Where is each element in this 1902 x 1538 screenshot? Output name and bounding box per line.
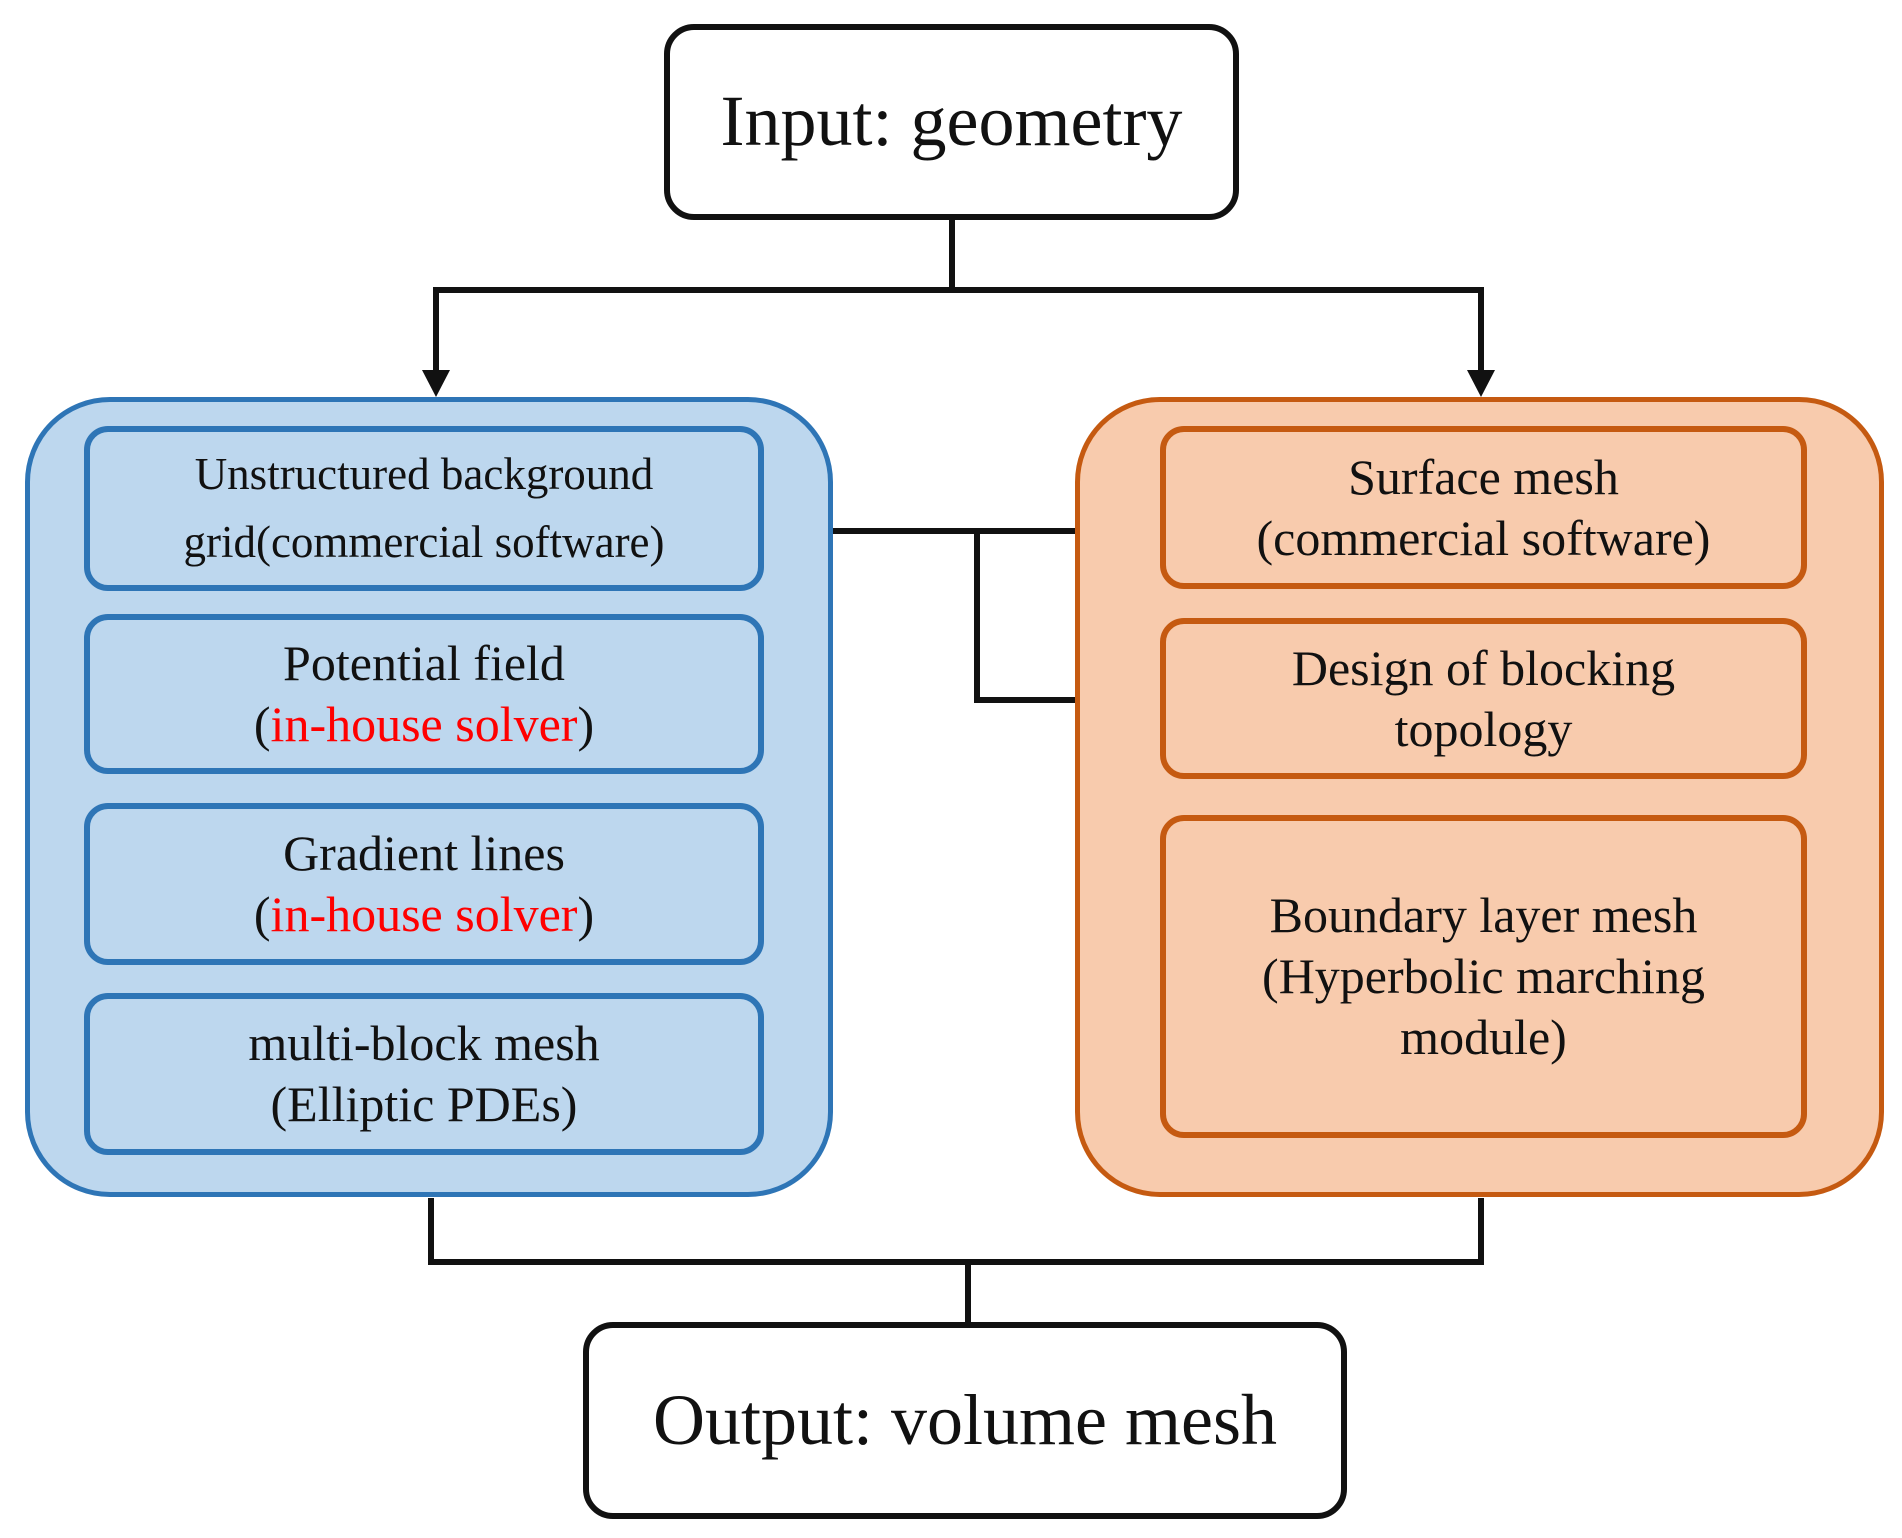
- step-gradient-lines-line1: Gradient lines: [283, 825, 565, 881]
- step-potential-field-line1: Potential field: [283, 635, 565, 691]
- input-label: Input: geometry: [720, 81, 1183, 162]
- step-blocking-topology-line2: topology: [1394, 700, 1573, 757]
- step-boundary-layer-mesh-line2: (Hyperbolic marching: [1262, 948, 1705, 1004]
- step-multi-block-mesh-line1: multi-block mesh: [248, 1015, 600, 1071]
- in-house-solver-label: in-house solver: [270, 696, 578, 752]
- step-blocking-topology-line1: Design of blocking: [1291, 639, 1676, 696]
- step-blocking-topology: Design of blocking topology: [1160, 618, 1807, 779]
- step-multi-block-mesh-line2: (Elliptic PDEs): [270, 1076, 578, 1132]
- arrow-down-right-icon: [1467, 370, 1495, 397]
- step-boundary-layer-mesh-line1: Boundary layer mesh: [1269, 887, 1698, 943]
- boundary-layer-group: [1075, 397, 1884, 1197]
- step-surface-mesh-line1: Surface mesh: [1348, 448, 1619, 505]
- step-potential-field-line2: (in-house solver): [253, 696, 595, 752]
- in-house-solver-label: in-house solver: [270, 886, 578, 942]
- step-surface-mesh-line2: (commercial software): [1256, 509, 1711, 566]
- input-box: Input: geometry: [664, 24, 1239, 220]
- step-surface-mesh: Surface mesh (commercial software): [1160, 426, 1807, 589]
- step-background-grid-line2: grid(commercial software): [183, 516, 665, 567]
- output-label: Output: volume mesh: [653, 1379, 1277, 1460]
- step-boundary-layer-mesh: Boundary layer mesh (Hyperbolic marching…: [1160, 815, 1807, 1138]
- step-gradient-lines: Gradient lines (in-house solver): [84, 803, 764, 965]
- structured-mesh-group: [25, 397, 833, 1197]
- arrow-down-left-icon: [422, 370, 450, 397]
- step-background-grid-line1: Unstructured background: [194, 449, 654, 499]
- output-box: Output: volume mesh: [583, 1322, 1347, 1519]
- step-potential-field: Potential field (in-house solver): [84, 614, 764, 774]
- step-gradient-lines-line2: (in-house solver): [253, 886, 595, 942]
- step-background-grid: Unstructured background grid(commercial …: [84, 426, 764, 591]
- step-boundary-layer-mesh-line3: module): [1400, 1009, 1567, 1065]
- step-multi-block-mesh: multi-block mesh (Elliptic PDEs): [84, 993, 764, 1155]
- merge-line: [428, 1198, 1484, 1265]
